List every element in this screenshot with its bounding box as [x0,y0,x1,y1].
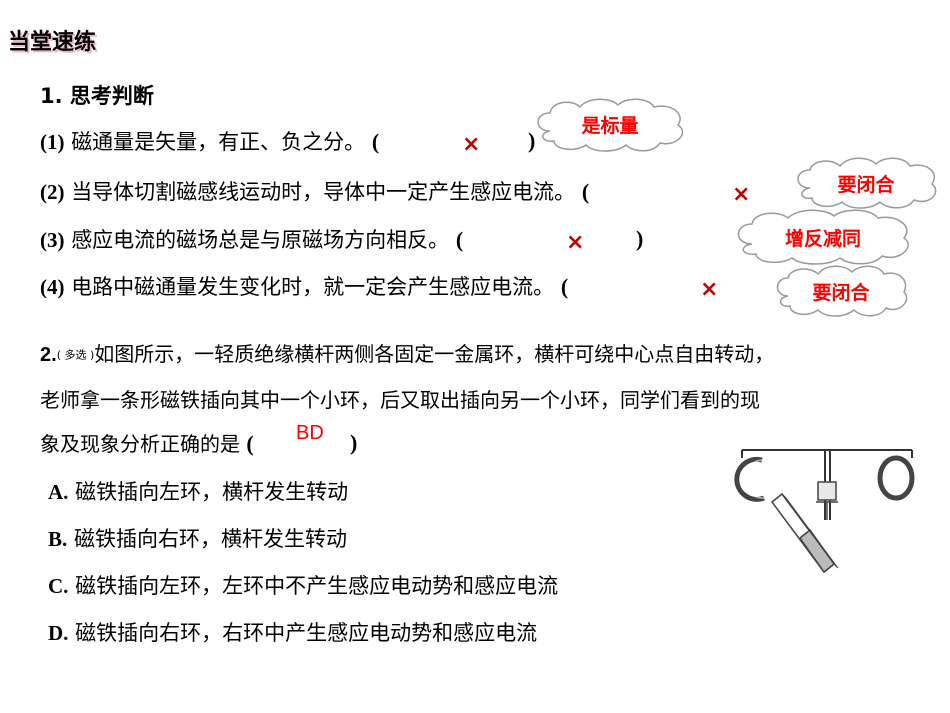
left-ring-icon [734,456,765,502]
question-2: (2) 当导体切割磁感线运动时，导体中一定产生感应电流。 ( [40,178,589,206]
answer-close-paren: ) [350,430,358,455]
option-d: D. 磁铁插向右环，右环中产生感应电动势和感应电流 [48,617,537,647]
question-2-stem-line-2: 老师拿一条形磁铁插向其中一个小环，后又取出插向另一个小环，同学们看到的现 [40,388,760,412]
cloud-note-1-text: 是标量 [581,115,639,137]
option-a: A. 磁铁插向左环，横杆发生转动 [48,476,348,506]
question-1-open-paren: ( [371,129,380,154]
ring-apparatus-diagram [734,449,915,574]
question-4-text: 电路中磁通量发生变化时，就一定会产生感应电流。 [71,275,555,299]
question-1-text: 磁通量是矢量，有正、负之分。 [71,130,366,154]
cloud-shape-icon [537,98,684,152]
option-b: B. 磁铁插向右环，横杆发生转动 [48,523,347,553]
question-3: (3) 感应电流的磁场总是与原磁场方向相反。 ( [40,226,463,254]
option-a-letter: A. [48,480,69,504]
cloud-note-4: 要闭合 [770,264,912,318]
cloud-note-4-text: 要闭合 [812,282,870,304]
option-c: C. 磁铁插向左环，左环中不产生感应电动势和感应电流 [48,570,558,600]
option-c-letter: C. [48,574,69,598]
option-a-text: 磁铁插向左环，横杆发生转动 [75,480,349,504]
question-2-number: (2) [40,180,65,204]
option-d-letter: D. [48,621,69,645]
question-1: (1) 磁通量是矢量，有正、负之分。 ( [40,128,379,156]
cloud-shape-icon [776,265,908,317]
wrong-mark-icon: × [462,132,481,157]
cloud-note-2: 要闭合 [790,156,942,210]
question-3-number: (3) [40,228,65,252]
question-4-open-paren: ( [560,274,569,299]
page-heading: 当堂速练 [8,30,97,55]
cloud-note-1: 是标量 [530,97,690,153]
wrong-mark-icon: × [700,277,719,302]
answer-text: BD [296,422,324,444]
question-1-number: (1) [40,130,65,154]
option-c-text: 磁铁插向左环，左环中不产生感应电动势和感应电流 [75,574,559,598]
pivot-stand-icon [816,481,838,520]
question-3-text: 感应电流的磁场总是与原磁场方向相反。 [71,228,450,252]
wrong-mark-icon: × [732,182,751,207]
cloud-note-3-text: 增反减同 [784,228,861,250]
question-3-close-paren: ) [636,226,644,251]
multi-choice-tag: ( 多选 ) [56,348,95,362]
section1-title: 1. 思考判断 [40,84,154,108]
wrong-mark-icon: × [566,230,585,255]
bar-magnet-icon [770,492,839,574]
question-4: (4) 电路中磁通量发生变化时，就一定会产生感应电流。 ( [40,273,568,301]
question-2-stem-line-1: 2.( 多选 )如图所示，一轻质绝缘横杆两侧各固定一金属环，横杆可绕中心点自由转… [40,340,774,370]
question-2-stem-text-1: 如图所示，一轻质绝缘横杆两侧各固定一金属环，横杆可绕中心点自由转动， [94,342,775,366]
question-2-text: 当导体切割磁感线运动时，导体中一定产生感应电流。 [71,180,576,204]
cloud-shape-icon [797,157,937,209]
option-d-text: 磁铁插向右环，右环中产生感应电动势和感应电流 [75,621,538,645]
question-4-number: (4) [40,275,65,299]
question-2-stem-line-3: 象及现象分析正确的是 ( [40,430,254,458]
cloud-shape-icon [737,209,909,265]
right-ring-icon [877,455,915,501]
cloud-note-2-text: 要闭合 [837,174,895,196]
question-2-number: 2. [40,344,57,366]
question-1-close-paren: ) [528,128,536,153]
option-b-text: 磁铁插向右环，横杆发生转动 [73,527,347,551]
cloud-note-3: 增反减同 [730,208,916,266]
question-2-stem-text-3: 象及现象分析正确的是 [40,432,240,456]
question-3-open-paren: ( [455,227,464,252]
question-2-open-paren: ( [581,179,590,204]
option-b-letter: B. [48,527,68,551]
answer-open-paren: ( [246,431,254,456]
